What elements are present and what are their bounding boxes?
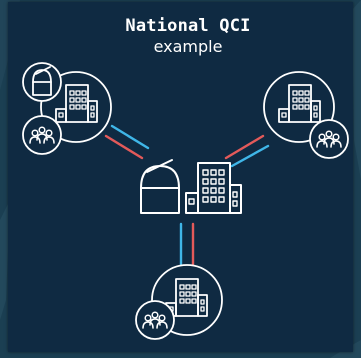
- link-right-to-center: [224, 134, 270, 168]
- node-center: [140, 159, 242, 214]
- node-right: [263, 71, 349, 159]
- node-right-circle: [263, 71, 335, 143]
- building-icon: [278, 84, 321, 123]
- observatory-icon: [140, 159, 180, 214]
- users-icon: [316, 130, 342, 148]
- users-icon: [29, 126, 55, 144]
- diagram-title: National QCI: [125, 16, 251, 36]
- diagram-subtitle: example: [153, 37, 223, 56]
- node-bottom: [135, 264, 223, 340]
- node-left-users-circle: [22, 115, 62, 155]
- users-icon: [142, 311, 168, 329]
- observatory-icon: [32, 66, 52, 96]
- link-left-to-center: [104, 124, 150, 160]
- link-center-to-bottom: [179, 222, 195, 266]
- node-bottom-circle: [151, 264, 223, 336]
- node-right-users-circle: [309, 119, 349, 159]
- building-icon: [55, 84, 98, 123]
- building-icon: [185, 162, 242, 214]
- node-bottom-users-circle: [135, 300, 175, 340]
- node-left: [22, 62, 112, 155]
- node-left-circle: [40, 71, 112, 143]
